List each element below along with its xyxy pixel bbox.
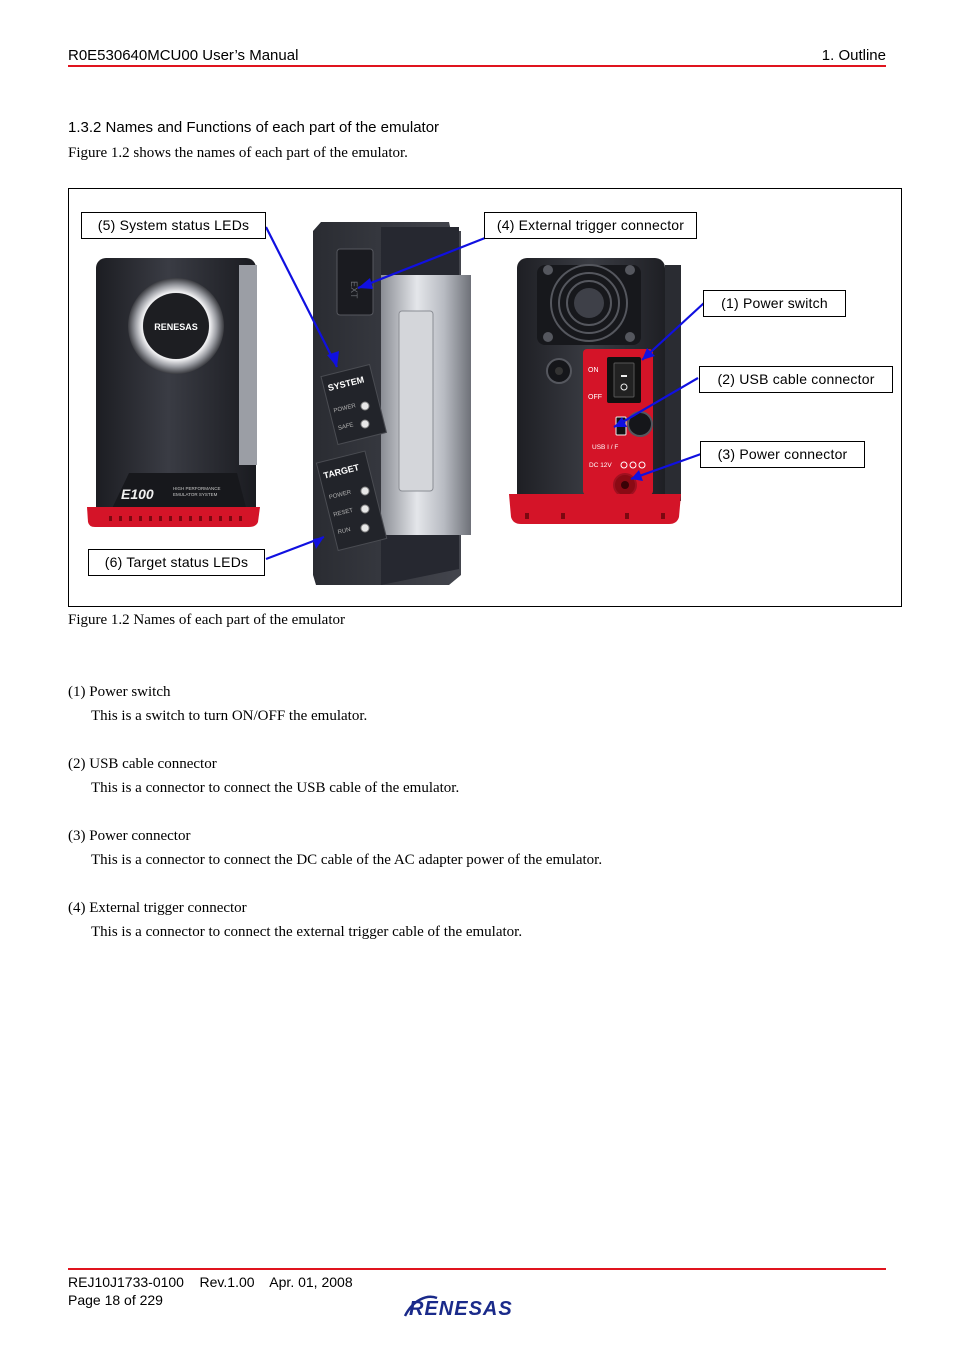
front-model-sub2: EMULATOR SYSTEM — [173, 492, 218, 497]
running-header-title: R0E530640MCU00 User’s Manual — [68, 47, 299, 64]
callout-target-status-leds: (6) Target status LEDs — [88, 549, 265, 576]
callout-arrowheads — [313, 278, 655, 549]
footer-rule — [68, 1268, 886, 1270]
side-safe-label: SAFE — [337, 422, 354, 432]
emulator-illustration: RENESAS E100 HIGH PERFORMANCE EMULATOR S… — [87, 222, 705, 585]
callout-usb-cable-connector: (2) USB cable connector — [699, 366, 893, 393]
item-2-desc: This is a connector to connect the USB c… — [91, 780, 460, 796]
callout-power-connector: (3) Power connector — [700, 441, 865, 468]
back-dc-label: DC 12V — [589, 462, 612, 469]
item-3-title: (3) Power connector — [68, 828, 191, 844]
front-view: RENESAS E100 HIGH PERFORMANCE EMULATOR S… — [87, 258, 260, 527]
item-2-title: (2) USB cable connector — [68, 756, 217, 772]
back-usb-label: USB I / F — [592, 444, 618, 451]
figure-frame: RENESAS E100 HIGH PERFORMANCE EMULATOR S… — [68, 188, 902, 607]
item-3-desc: This is a connector to connect the DC ca… — [91, 852, 603, 868]
front-model: E100 — [121, 486, 154, 502]
callout-power-switch: (1) Power switch — [703, 290, 846, 317]
side-view: EXT SYSTEM POWER SAFE TARGET POWER RESET… — [313, 222, 471, 585]
item-4-desc: This is a connector to connect the exter… — [91, 924, 523, 940]
side-ext-label: EXT — [349, 281, 359, 299]
item-4-title: (4) External trigger connector — [68, 900, 247, 916]
item-1-desc: This is a switch to turn ON/OFF the emul… — [91, 708, 368, 724]
footer-page-number: Page 18 of 229 — [68, 1292, 163, 1308]
side-reset-label: RESET — [333, 508, 354, 519]
callout-system-status-leds: (5) System status LEDs — [81, 212, 266, 239]
running-header-chapter: 1. Outline — [821, 47, 886, 64]
callout-external-trigger-connector: (4) External trigger connector — [484, 212, 697, 239]
back-off-label: OFF — [588, 394, 602, 401]
item-1-title: (1) Power switch — [68, 684, 171, 700]
back-view: ON OFF USB I / F DC 12V — [509, 258, 681, 524]
footer-doc-line: REJ10J1733-0100 Rev.1.00 Apr. 01, 2008 — [68, 1274, 353, 1290]
side-run-label: RUN — [337, 527, 351, 536]
header-rule — [68, 65, 886, 67]
front-model-sub1: HIGH PERFORMANCE — [173, 486, 221, 491]
section-title: 1.3.2 Names and Functions of each part o… — [68, 119, 440, 136]
section-intro: Figure 1.2 shows the names of each part … — [68, 145, 408, 161]
back-on-label: ON — [588, 367, 599, 374]
side-power-label: POWER — [333, 403, 357, 414]
front-brand: RENESAS — [154, 322, 198, 332]
renesas-logo-text: RENESAS — [409, 1298, 513, 1320]
figure-caption: Figure 1.2 Names of each part of the emu… — [68, 612, 345, 628]
side-target-power-label: POWER — [329, 490, 353, 501]
renesas-logo: RENESAS — [403, 1290, 553, 1329]
